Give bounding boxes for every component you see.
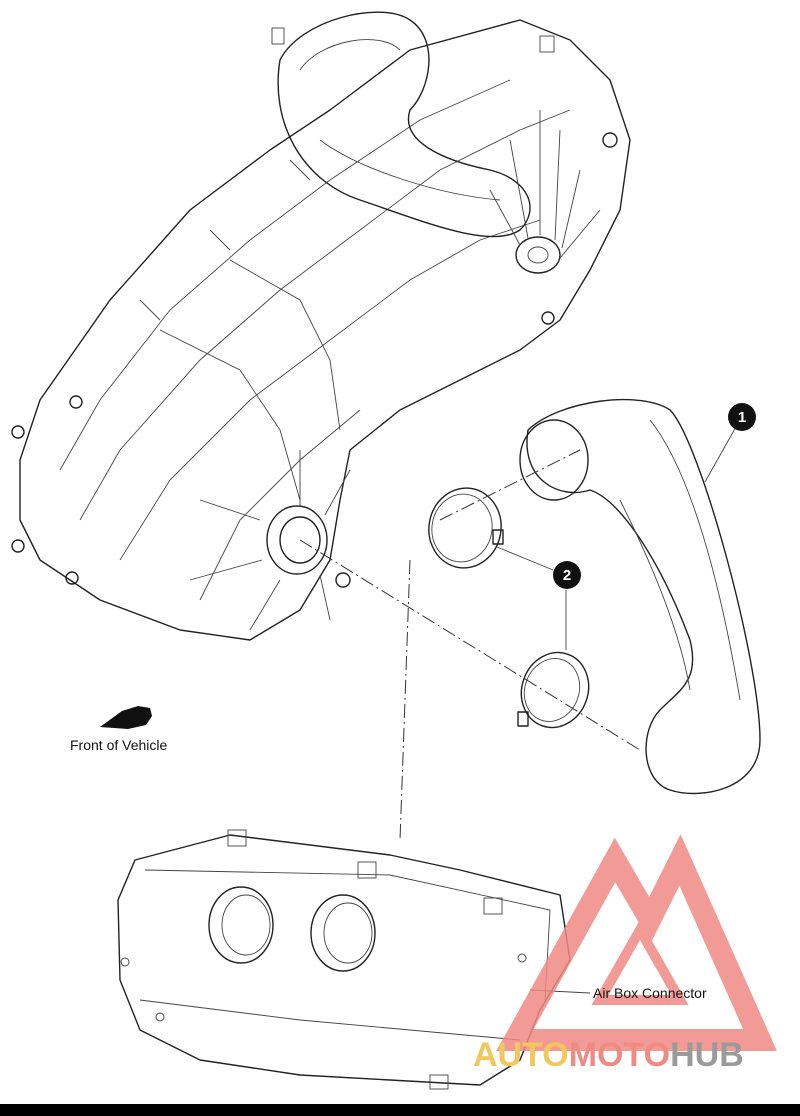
watermark-logo [496, 834, 777, 1051]
watermark-hub: HUB [670, 1036, 744, 1074]
callout-2-number: 2 [563, 567, 571, 584]
callout-2-circle [553, 561, 581, 589]
watermark-triangle-icon [496, 834, 777, 1051]
clamp-upper [428, 487, 504, 569]
watermark-auto: AUTO [473, 1036, 569, 1074]
clamp-lower [517, 651, 590, 729]
callout-1-number: 1 [738, 409, 746, 426]
callout-2: 2 [553, 561, 581, 589]
intake-boot [519, 398, 761, 795]
clutch-cover-housing [11, 11, 631, 641]
callout-1-circle [728, 403, 756, 431]
air-box-connector-label: Air Box Connector [593, 985, 707, 1001]
svg-text:AUTOMOTOHUB: AUTOMOTOHUB [473, 1036, 744, 1074]
bottom-border [0, 1104, 800, 1116]
front-of-vehicle-indicator: Front of Vehicle [70, 706, 167, 753]
watermark-wordmark: AUTOMOTOHUB [473, 1036, 744, 1074]
air-box [117, 829, 571, 1090]
direction-arrow-icon [100, 706, 152, 729]
front-of-vehicle-label: Front of Vehicle [70, 737, 167, 753]
callout-1: 1 [728, 403, 756, 431]
watermark-moto: MOTO [569, 1036, 670, 1074]
assembly-centerlines [299, 449, 641, 841]
